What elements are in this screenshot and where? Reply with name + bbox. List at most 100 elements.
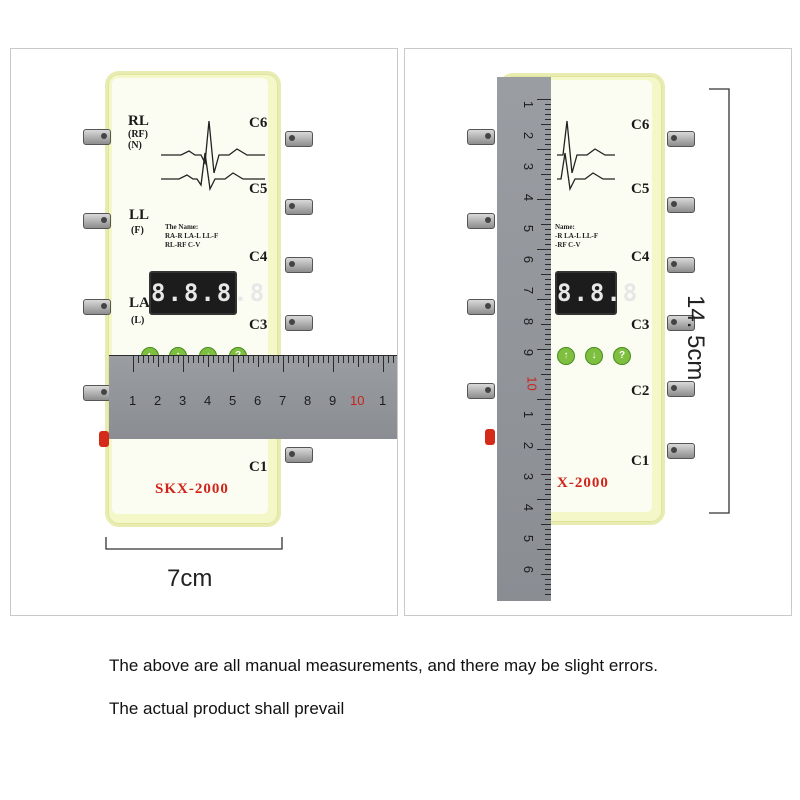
ruler-tick bbox=[545, 434, 551, 435]
ruler-tick bbox=[545, 394, 551, 395]
ruler-tick bbox=[545, 504, 551, 505]
ruler-v-num: 3 bbox=[521, 472, 537, 481]
ruler-tick bbox=[238, 356, 239, 363]
ruler-tick bbox=[213, 356, 214, 363]
lead-clip-la bbox=[467, 299, 495, 315]
ruler-tick bbox=[373, 356, 374, 363]
ruler-tick bbox=[173, 356, 174, 363]
ruler-tick bbox=[545, 534, 551, 535]
ruler-tick bbox=[545, 469, 551, 470]
ruler-tick bbox=[545, 259, 551, 260]
ruler-tick bbox=[545, 489, 551, 490]
ruler-tick bbox=[545, 269, 551, 270]
ruler-tick bbox=[353, 356, 354, 363]
ruler-tick bbox=[545, 209, 551, 210]
ruler-tick bbox=[545, 229, 551, 230]
lead-clip-c2 bbox=[667, 381, 695, 397]
ruler-tick bbox=[537, 549, 551, 550]
ruler-tick bbox=[545, 404, 551, 405]
ruler-h-num: 6 bbox=[254, 393, 262, 408]
power-switch[interactable] bbox=[99, 431, 109, 447]
lead-sub-la: (L) bbox=[131, 315, 145, 326]
ruler-tick bbox=[263, 356, 264, 363]
ruler-tick bbox=[537, 249, 551, 250]
ruler-tick bbox=[545, 204, 551, 205]
ruler-tick bbox=[537, 299, 551, 300]
ruler-tick bbox=[545, 464, 551, 465]
ruler-tick bbox=[545, 539, 551, 540]
ruler-tick bbox=[383, 356, 384, 372]
ruler-tick bbox=[308, 356, 309, 367]
ruler-tick bbox=[193, 356, 194, 363]
lead-clip-ll bbox=[83, 213, 111, 229]
ruler-h-num: 1 bbox=[379, 393, 387, 408]
ruler-v-num: 1 bbox=[521, 410, 537, 419]
ruler-tick bbox=[545, 384, 551, 385]
lead-clip-c3 bbox=[667, 315, 695, 331]
ruler-tick bbox=[541, 174, 551, 175]
ruler-tick bbox=[541, 324, 551, 325]
ruler-tick bbox=[148, 356, 149, 363]
ruler-v-num: 10 bbox=[524, 376, 540, 391]
ruler-tick bbox=[545, 444, 551, 445]
ruler-tick bbox=[153, 356, 154, 363]
ruler-tick bbox=[183, 356, 184, 372]
set-button[interactable]: ? bbox=[613, 347, 631, 365]
horizontal-ruler: 1 2 3 4 5 6 7 8 9 10 1 bbox=[109, 355, 397, 439]
lead-names-block: The Name: RA-R LA-L LL-F RL-RF C-V bbox=[165, 223, 218, 250]
ruler-tick bbox=[388, 356, 389, 363]
ruler-tick bbox=[545, 189, 551, 190]
ruler-tick bbox=[545, 369, 551, 370]
ruler-tick bbox=[537, 449, 551, 450]
lead-label-c3: C3 bbox=[249, 317, 268, 333]
ruler-tick bbox=[545, 114, 551, 115]
ruler-tick bbox=[545, 389, 551, 390]
led-display: 8.8.8 bbox=[555, 271, 637, 315]
lead-clip-ll bbox=[467, 213, 495, 229]
lead-clip-c4 bbox=[667, 257, 695, 273]
ruler-tick bbox=[545, 319, 551, 320]
lead-clip-c5 bbox=[285, 199, 313, 215]
ruler-h-num: 8 bbox=[304, 393, 312, 408]
down-button[interactable]: ↓ bbox=[585, 347, 603, 365]
ruler-tick bbox=[198, 356, 199, 363]
lead-clip-c4 bbox=[285, 257, 313, 273]
power-switch[interactable] bbox=[485, 429, 495, 445]
ruler-tick bbox=[545, 354, 551, 355]
ruler-v-num: 6 bbox=[521, 565, 537, 574]
ruler-tick bbox=[545, 419, 551, 420]
ruler-tick bbox=[168, 356, 169, 363]
ruler-tick bbox=[545, 254, 551, 255]
ruler-h-num: 3 bbox=[179, 393, 187, 408]
ruler-tick bbox=[288, 356, 289, 363]
ruler-tick bbox=[283, 356, 284, 372]
ruler-tick bbox=[545, 554, 551, 555]
ruler-tick bbox=[545, 569, 551, 570]
ruler-tick bbox=[545, 529, 551, 530]
names-line-1: The Name: bbox=[165, 223, 199, 231]
ruler-tick bbox=[138, 356, 139, 363]
ruler-tick bbox=[545, 179, 551, 180]
ruler-tick bbox=[541, 424, 551, 425]
lead-clip-c6 bbox=[285, 131, 313, 147]
ruler-tick bbox=[188, 356, 189, 363]
lead-names-block: Name: -R LA-L LL-F -RF C-V bbox=[555, 223, 598, 250]
ruler-tick bbox=[163, 356, 164, 363]
ruler-tick bbox=[363, 356, 364, 363]
ruler-tick bbox=[545, 509, 551, 510]
ruler-tick bbox=[298, 356, 299, 363]
ruler-tick bbox=[348, 356, 349, 363]
ruler-tick bbox=[545, 544, 551, 545]
ruler-tick bbox=[545, 304, 551, 305]
ruler-tick bbox=[545, 109, 551, 110]
lead-label-c3: C3 bbox=[631, 317, 650, 333]
ruler-tick bbox=[545, 584, 551, 585]
up-button[interactable]: ↑ bbox=[557, 347, 575, 365]
ruler-tick bbox=[545, 414, 551, 415]
caption-line-2: The actual product shall prevail bbox=[109, 699, 345, 718]
ruler-tick bbox=[545, 219, 551, 220]
ruler-tick bbox=[545, 379, 551, 380]
ruler-tick bbox=[248, 356, 249, 363]
ruler-tick bbox=[545, 159, 551, 160]
ruler-tick bbox=[541, 124, 551, 125]
